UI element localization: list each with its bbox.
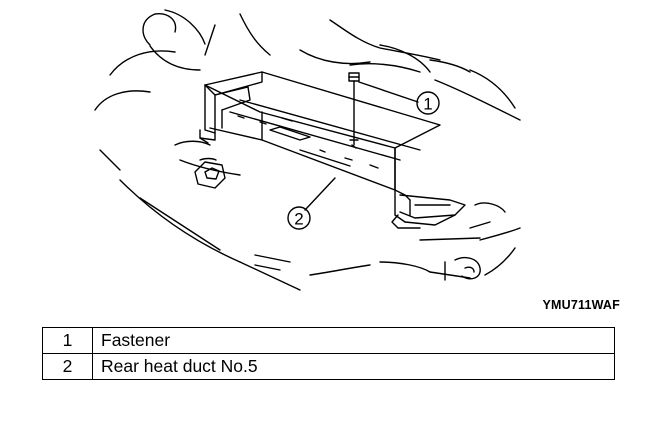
legend-description: Rear heat duct No.5: [92, 353, 615, 380]
legend-row: 2 Rear heat duct No.5: [42, 353, 615, 380]
callout-label-2: 2: [294, 210, 303, 229]
legend-row: 1 Fastener: [42, 327, 615, 354]
legend-table: 1 Fastener 2 Rear heat duct No.5: [42, 327, 615, 380]
legend-number: 1: [42, 327, 93, 354]
callout-label-1: 1: [423, 95, 432, 114]
legend-description: Fastener: [92, 327, 615, 354]
legend-number: 2: [42, 353, 93, 380]
callout-circle-1: [416, 91, 440, 115]
figure-code: YMU711WAF: [542, 298, 620, 312]
floor-bracket: [194, 157, 226, 189]
leader-line-fastener: [358, 81, 419, 103]
vehicle-floor-outline: [94, 9, 521, 291]
fastener-clip: [348, 72, 360, 149]
callout-circle-2: [287, 206, 311, 230]
leader-line-duct: [304, 177, 336, 211]
rear-heat-duct-panel: [199, 71, 466, 229]
